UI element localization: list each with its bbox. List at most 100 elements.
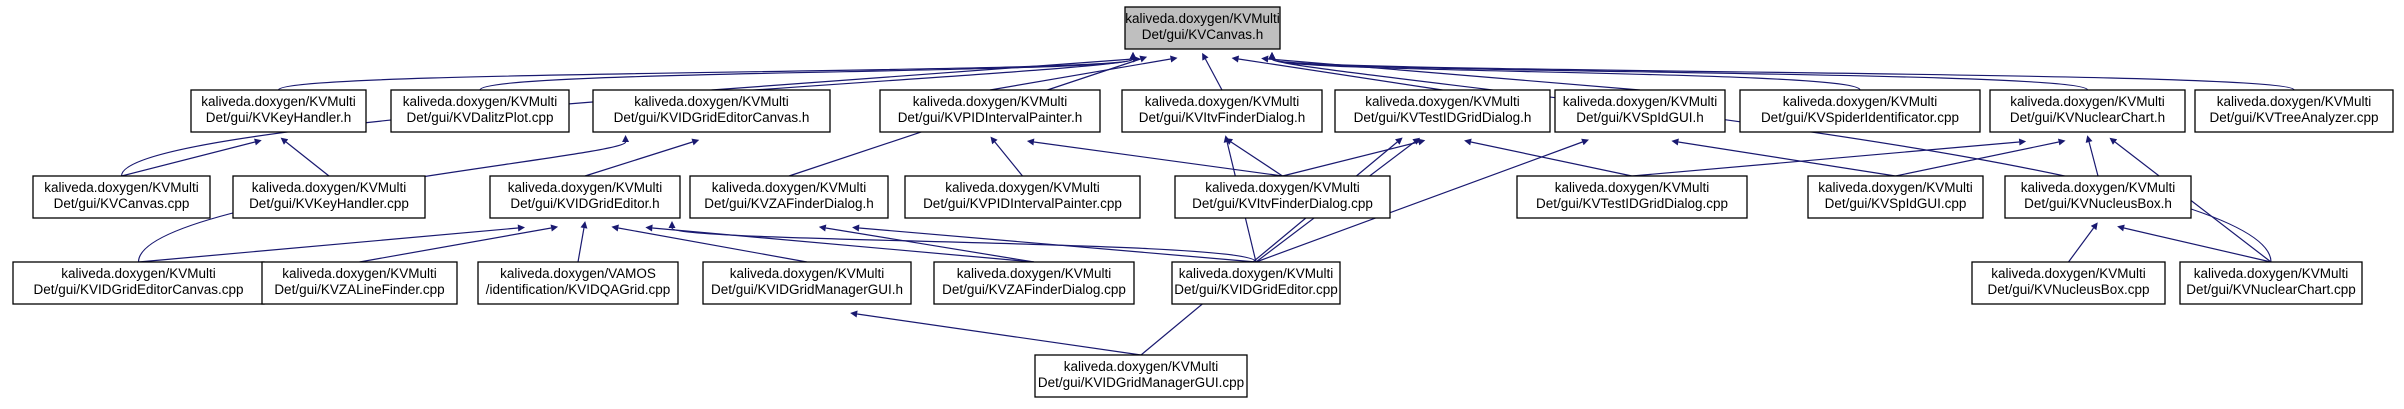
node-label-line: kaliveda.doxygen/KVMulti: [201, 94, 356, 109]
graph-node-nucleusbox-h[interactable]: kaliveda.doxygen/KVMultiDet/gui/KVNucleu…: [2004, 175, 2192, 219]
node-label-line: kaliveda.doxygen/KVMulti: [945, 180, 1100, 195]
node-box: [1554, 89, 1726, 133]
graph-node-treeanalyzer-cpp[interactable]: kaliveda.doxygen/KVMultiDet/gui/KVTreeAn…: [2194, 89, 2394, 133]
node-label-line: kaliveda.doxygen/KVMulti: [61, 266, 216, 281]
graph-node-root[interactable]: kaliveda.doxygen/KVMultiDet/gui/KVCanvas…: [1124, 6, 1281, 50]
graph-node-zalinefinder-cpp[interactable]: kaliveda.doxygen/KVMultiDet/gui/KVZALine…: [261, 261, 458, 305]
graph-node-pidintervalpainter-cpp[interactable]: kaliveda.doxygen/KVMultiDet/gui/KVPIDInt…: [904, 175, 1141, 219]
node-label-line: Det/gui/KVPIDIntervalPainter.h: [898, 110, 1083, 125]
graph-node-idgridmanagergui-cpp[interactable]: kaliveda.doxygen/KVMultiDet/gui/KVIDGrid…: [1034, 354, 1248, 398]
node-label-line: kaliveda.doxygen/KVMulti: [1783, 94, 1938, 109]
dependency-arrow: [852, 224, 1257, 263]
node-box: [489, 175, 681, 219]
node-label-line: kaliveda.doxygen/KVMulti: [44, 180, 199, 195]
node-label-line: Det/gui/KVZALineFinder.cpp: [274, 282, 444, 297]
node-label-line: Det/gui/KVKeyHandler.h: [206, 110, 352, 125]
node-label-line: kaliveda.doxygen/KVMulti: [730, 266, 885, 281]
graph-node-testidgriddialog-h[interactable]: kaliveda.doxygen/KVMultiDet/gui/KVTestID…: [1334, 89, 1551, 133]
node-label-line: kaliveda.doxygen/KVMulti: [1064, 359, 1219, 374]
graph-node-pidintervalpainter-h[interactable]: kaliveda.doxygen/KVMultiDet/gui/KVPIDInt…: [879, 89, 1101, 133]
graph-node-nuclearchart-h[interactable]: kaliveda.doxygen/KVMultiDet/gui/KVNuclea…: [1989, 89, 2186, 133]
graph-node-vamos-qagrid-cpp[interactable]: kaliveda.doxygen/VAMOS/identification/KV…: [477, 261, 679, 305]
dependency-arrow: [584, 138, 700, 177]
graph-node-nuclearchart-cpp[interactable]: kaliveda.doxygen/KVMultiDet/gui/KVNuclea…: [2179, 261, 2363, 305]
node-label-line: Det/gui/KVSpIdGUI.cpp: [1825, 196, 1967, 211]
node-box: [689, 175, 889, 219]
node-label-line: kaliveda.doxygen/KVMulti: [403, 94, 558, 109]
graph-node-idgridmanagergui-h[interactable]: kaliveda.doxygen/KVMultiDet/gui/KVIDGrid…: [702, 261, 912, 305]
graph-node-spideridentificator-cpp[interactable]: kaliveda.doxygen/KVMultiDet/gui/KVSpider…: [1739, 89, 1981, 133]
node-label-line: Det/gui/KVZAFinderDialog.h: [704, 196, 874, 211]
node-label-line: kaliveda.doxygen/KVMulti: [252, 180, 407, 195]
dependency-arrow: [577, 221, 588, 263]
node-label-line: Det/gui/KVZAFinderDialog.cpp: [942, 282, 1126, 297]
graph-node-keyhandler-h[interactable]: kaliveda.doxygen/KVMultiDet/gui/KVKeyHan…: [190, 89, 367, 133]
node-box: [1971, 261, 2166, 305]
dependency-arrow: [2117, 224, 2272, 263]
dependency-arrow: [479, 52, 1137, 91]
graph-node-zafinderdialog-cpp[interactable]: kaliveda.doxygen/KVMultiDet/gui/KVZAFind…: [933, 261, 1135, 305]
node-label-line: Det/gui/KVIDGridEditor.cpp: [1174, 282, 1338, 297]
dependency-arrow: [138, 224, 525, 263]
graph-node-idgrideditorcanvas-h[interactable]: kaliveda.doxygen/KVMultiDet/gui/KVIDGrid…: [592, 89, 831, 133]
graph-node-idgrideditor-h[interactable]: kaliveda.doxygen/KVMultiDet/gui/KVIDGrid…: [489, 175, 681, 219]
node-label-line: Det/gui/KVItvFinderDialog.h: [1139, 110, 1306, 125]
node-label-line: kaliveda.doxygen/KVMulti: [913, 94, 1068, 109]
node-label-line: kaliveda.doxygen/KVMulti: [2021, 180, 2176, 195]
dependency-arrow: [280, 137, 330, 177]
graph-node-spidgui-h[interactable]: kaliveda.doxygen/KVMultiDet/gui/KVSpIdGU…: [1554, 89, 1726, 133]
node-label-line: kaliveda.doxygen/KVMulti: [1179, 266, 1334, 281]
node-box: [1124, 6, 1281, 50]
graph-node-testidgriddialog-cpp[interactable]: kaliveda.doxygen/KVMultiDet/gui/KVTestID…: [1516, 175, 1748, 219]
nodes-layer: kaliveda.doxygen/KVMultiDet/gui/KVCanvas…: [12, 6, 2394, 398]
node-box: [2004, 175, 2192, 219]
node-label-line: kaliveda.doxygen/KVMulti: [1205, 180, 1360, 195]
node-label-line: kaliveda.doxygen/KVMulti: [1555, 180, 1710, 195]
graph-node-idgrideditorcanvas-cpp[interactable]: kaliveda.doxygen/KVMultiDet/gui/KVIDGrid…: [12, 261, 265, 305]
graph-node-idgrideditor-cpp[interactable]: kaliveda.doxygen/KVMultiDet/gui/KVIDGrid…: [1171, 261, 1341, 305]
node-label-line: Det/gui/KVDalitzPlot.cpp: [406, 110, 553, 125]
node-label-line: kaliveda.doxygen/KVMulti: [508, 180, 663, 195]
dependency-arrow: [1225, 138, 1283, 177]
node-box: [1121, 89, 1323, 133]
node-label-line: kaliveda.doxygen/KVMulti: [1563, 94, 1718, 109]
node-box: [904, 175, 1141, 219]
node-box: [1989, 89, 2186, 133]
dependency-arrow: [277, 52, 1137, 91]
node-box: [2179, 261, 2363, 305]
node-box: [702, 261, 912, 305]
node-box: [1174, 175, 1391, 219]
node-label-line: kaliveda.doxygen/KVMulti: [2194, 266, 2349, 281]
dependency-arrow: [359, 224, 559, 263]
graph-node-itvfinderdialog-h[interactable]: kaliveda.doxygen/KVMultiDet/gui/KVItvFin…: [1121, 89, 1323, 133]
node-box: [1739, 89, 1981, 133]
dependency-arrow: [668, 221, 1257, 263]
graph-node-nucleusbox-cpp[interactable]: kaliveda.doxygen/KVMultiDet/gui/KVNucleu…: [1971, 261, 2166, 305]
node-label-line: Det/gui/KVNucleusBox.cpp: [1987, 282, 2149, 297]
dependency-arrow: [2109, 137, 2272, 263]
node-box: [1807, 175, 1984, 219]
node-box: [1034, 354, 1248, 398]
graph-node-spidgui-cpp[interactable]: kaliveda.doxygen/KVMultiDet/gui/KVSpIdGU…: [1807, 175, 1984, 219]
graph-node-itvfinderdialog-cpp[interactable]: kaliveda.doxygen/KVMultiDet/gui/KVItvFin…: [1174, 175, 1391, 219]
dependency-arrow: [1268, 52, 1861, 91]
node-label-line: Det/gui/KVNucleusBox.h: [2024, 196, 2172, 211]
dependency-arrow: [611, 224, 808, 263]
dependency-arrow: [1268, 52, 2295, 91]
node-box: [261, 261, 458, 305]
dependency-arrow: [1282, 138, 1426, 177]
graph-node-zafinderdialog-h[interactable]: kaliveda.doxygen/KVMultiDet/gui/KVZAFind…: [689, 175, 889, 219]
node-label-line: Det/gui/KVSpiderIdentificator.cpp: [1761, 110, 1959, 125]
node-label-line: Det/gui/KVSpIdGUI.h: [1576, 110, 1704, 125]
node-label-line: Det/gui/KVIDGridEditorCanvas.cpp: [33, 282, 243, 297]
graph-node-dalitzplot-cpp[interactable]: kaliveda.doxygen/KVMultiDet/gui/KVDalitz…: [390, 89, 570, 133]
graph-node-canvas-cpp[interactable]: kaliveda.doxygen/KVMultiDet/gui/KVCanvas…: [32, 175, 211, 219]
node-box: [390, 89, 570, 133]
dependency-arrow: [1631, 138, 2027, 177]
node-box: [1516, 175, 1748, 219]
graph-node-keyhandler-cpp[interactable]: kaliveda.doxygen/KVMultiDet/gui/KVKeyHan…: [232, 175, 426, 219]
dependency-arrow: [1255, 138, 1589, 263]
node-label-line: kaliveda.doxygen/KVMulti: [2010, 94, 2165, 109]
dependency-arrow: [850, 310, 1142, 356]
